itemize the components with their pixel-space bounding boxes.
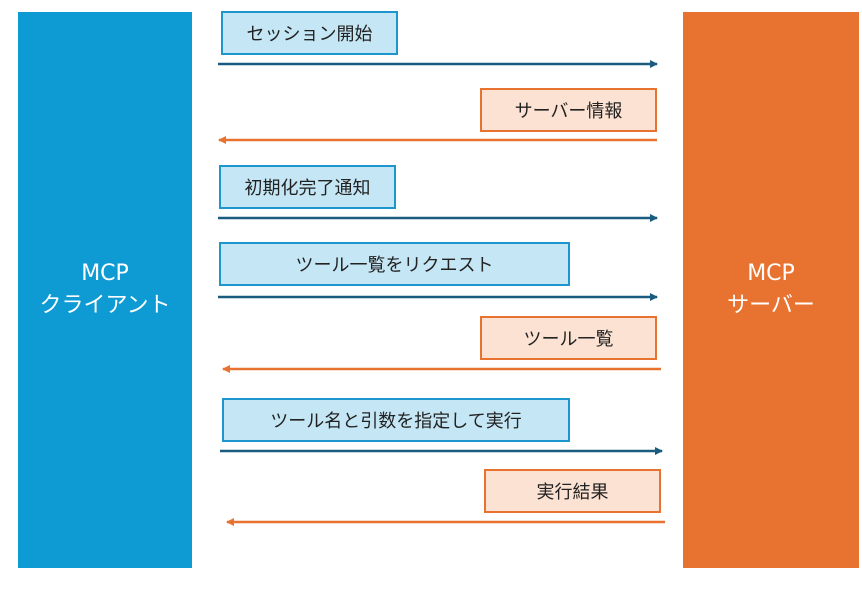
client-subtitle: クライアント — [39, 293, 171, 318]
message-label-init-complete: 初期化完了通知 — [219, 165, 396, 209]
server-title: MCP — [747, 261, 795, 286]
message-label-tool-list: ツール一覧 — [480, 316, 657, 360]
message-label-tool-list-request: ツール一覧をリクエスト — [219, 242, 570, 286]
mcp-client-box: MCP クライアント — [18, 12, 192, 568]
message-label-server-info: サーバー情報 — [480, 88, 657, 132]
message-label-execute-tool: ツール名と引数を指定して実行 — [222, 398, 570, 442]
message-label-execution-result: 実行結果 — [484, 469, 661, 513]
client-title: MCP — [81, 261, 129, 286]
mcp-server-box: MCP サーバー — [683, 12, 859, 568]
message-label-session-start: セッション開始 — [221, 11, 398, 55]
server-subtitle: サーバー — [727, 293, 815, 318]
